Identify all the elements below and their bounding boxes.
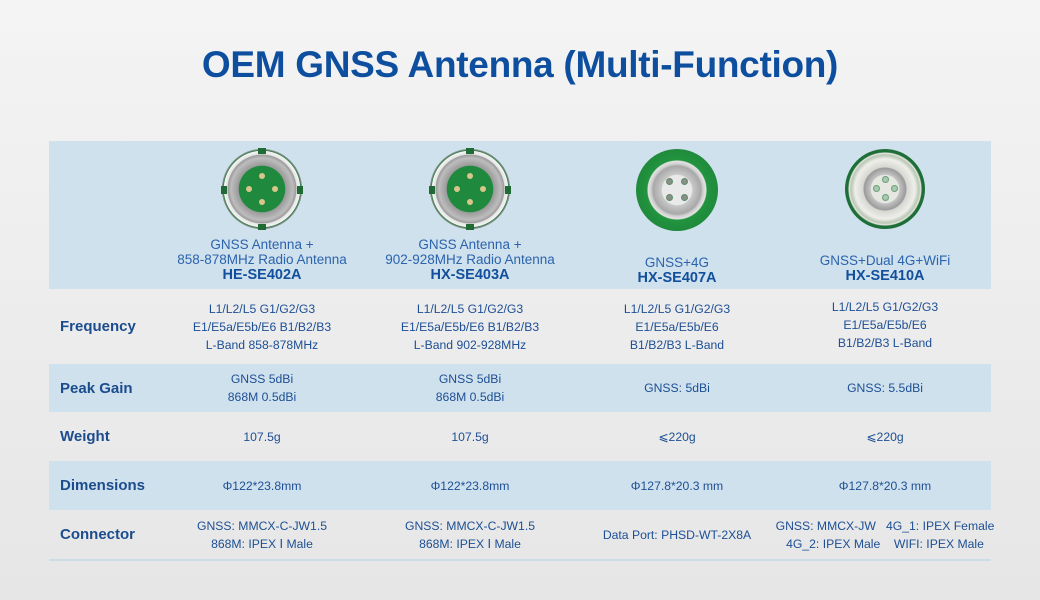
product-header-row: GNSS Antenna + 858-878MHz Radio Antenna … [49,141,991,289]
spec-cell: GNSS 5dBi 868M 0.5dBi [435,372,505,404]
spec-cell: 107.5g [451,429,489,444]
spec-cell: GNSS: MMCX-C-JW1.5 868M: IPEX Ⅰ Male [196,518,327,551]
antenna-pcb-green-center-icon [429,148,511,230]
spec-cell: L1/L2/L5 G1/G2/G3 E1/E5a/E5b/E6 B1/B2/B3… [831,300,939,350]
spec-cell: L1/L2/L5 G1/G2/G3 E1/E5a/E5b/E6 B1/B2/B3… [623,301,731,352]
spec-comparison-table: GNSS Antenna + 858-878MHz Radio Antenna … [49,141,994,561]
row-label: Weight [60,428,110,445]
spec-cell: ⩽220g [658,429,696,444]
spec-cell: GNSS 5dBi 868M 0.5dBi [227,372,297,404]
product-description: GNSS+4G HX-SE407A [637,255,717,286]
product-description: GNSS Antenna + 858-878MHz Radio Antenna … [177,237,347,283]
product-model: HX-SE407A [637,270,717,286]
spec-row-connector: Connector GNSS: MMCX-C-JW1.5 868M: IPEX … [49,510,994,561]
spec-cell: 107.5g [243,429,281,444]
spec-row-weight: Weight 107.5g 107.5g ⩽220g ⩽220g [49,412,991,461]
spec-cell: ⩽220g [866,429,904,444]
row-label: Connector [60,526,135,543]
spec-cell: Φ122*23.8mm [222,478,302,493]
antenna-dual-ring-icon [845,149,925,229]
row-label: Peak Gain [60,379,133,397]
product-model: HX-SE403A [430,267,510,283]
product-model: HE-SE402A [222,267,302,283]
antenna-green-ring-icon [636,149,718,231]
product-model: HX-SE410A [845,268,925,284]
spec-cell: GNSS: 5.5dBi [847,381,923,395]
product-column-header: GNSS Antenna + 858-878MHz Radio Antenna … [162,141,362,289]
spec-cell: GNSS: 5dBi [644,381,710,395]
spec-row-peak-gain: Peak Gain GNSS 5dBi 868M 0.5dBi GNSS 5dB… [49,364,991,412]
spec-cell: Φ122*23.8mm [430,478,510,493]
row-label: Dimensions [60,477,146,494]
product-description: GNSS+Dual 4G+WiFi HX-SE410A [819,253,951,284]
product-column-header: GNSS+Dual 4G+WiFi HX-SE410A [785,141,985,289]
spec-row-frequency: Frequency L1/L2/L5 G1/G2/G3 E1/E5a/E5b/E… [49,289,991,364]
spec-cell: GNSS: MMCX-C-JW1.5 868M: IPEX Ⅰ Male [404,518,535,551]
spec-cell: Data Port: PHSD-WT-2X8A [602,527,752,542]
page-title: OEM GNSS Antenna (Multi-Function) [201,44,839,85]
spec-cell: L1/L2/L5 G1/G2/G3 E1/E5a/E5b/E6 B1/B2/B3… [192,301,332,352]
product-description: GNSS Antenna + 902-928MHz Radio Antenna … [385,237,555,283]
spec-cell: GNSS: MMCX-JW 4G_1: IPEX Female 4G_2: IP… [775,518,995,551]
spec-cell: Φ127.8*20.3 mm [630,478,724,493]
spec-cell: Φ127.8*20.3 mm [838,478,932,493]
row-label: Frequency [60,318,136,335]
product-column-header: GNSS Antenna + 902-928MHz Radio Antenna … [370,141,570,289]
product-column-header: GNSS+4G HX-SE407A [577,141,777,289]
spec-cell: L1/L2/L5 G1/G2/G3 E1/E5a/E5b/E6 B1/B2/B3… [400,301,540,352]
antenna-pcb-green-center-icon [221,148,303,230]
spec-row-dimensions: Dimensions Φ122*23.8mm Φ122*23.8mm Φ127.… [49,461,991,510]
